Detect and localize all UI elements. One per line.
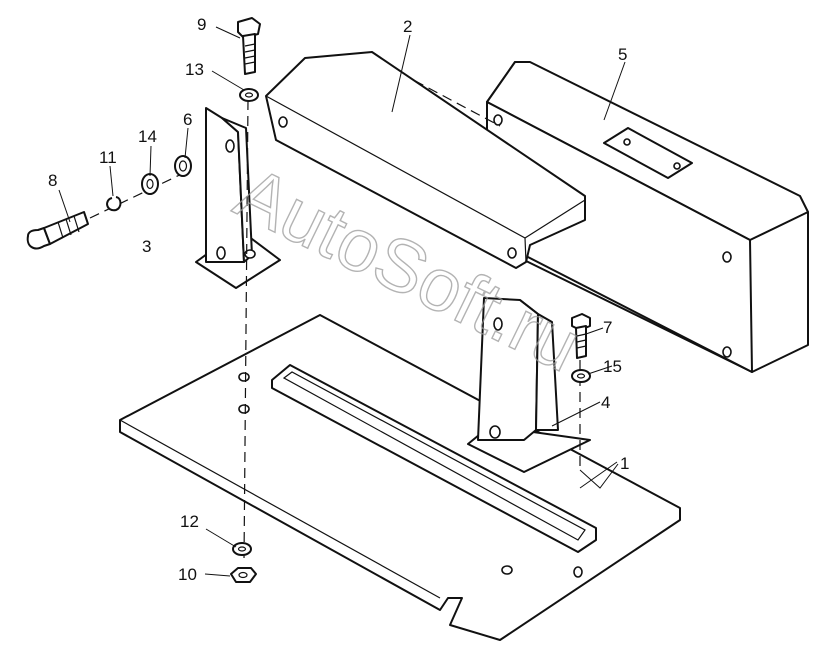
part-14-washer <box>141 173 159 195</box>
callout-1: 1 <box>620 454 629 473</box>
callout-10: 10 <box>178 565 197 584</box>
part-6-bushing <box>174 155 192 177</box>
part-8-bolt <box>26 211 89 250</box>
axis-line-side <box>89 169 191 219</box>
callout-11: 11 <box>99 148 117 167</box>
callout-9: 9 <box>197 15 206 34</box>
callout-15: 15 <box>603 357 622 376</box>
callout-12: 12 <box>180 512 199 531</box>
callout-5: 5 <box>618 45 627 64</box>
callout-8: 8 <box>48 171 57 190</box>
part-1-base-plate <box>119 314 681 641</box>
part-11-spring-washer <box>106 196 122 212</box>
part-13-washer <box>239 88 259 102</box>
axis-line-left <box>243 99 249 561</box>
callout-labels: 1 2 3 4 5 6 7 8 9 10 11 12 13 14 15 <box>48 15 629 584</box>
callout-4: 4 <box>601 393 610 412</box>
part-7-bolt <box>571 313 591 359</box>
part-12-washer <box>232 542 252 556</box>
callout-2: 2 <box>403 17 412 36</box>
part-10-nut <box>230 567 257 583</box>
part-3-bracket <box>195 107 281 289</box>
callout-13: 13 <box>185 60 204 79</box>
callout-14: 14 <box>138 127 157 146</box>
callout-6: 6 <box>183 110 192 129</box>
part-15-washer <box>571 369 591 383</box>
part-9-bolt <box>237 17 261 75</box>
part-4-bracket <box>467 297 591 473</box>
callout-3: 3 <box>142 237 151 256</box>
callout-7: 7 <box>603 318 612 337</box>
part-2-cover <box>265 51 586 269</box>
leader-lines <box>58 26 626 577</box>
part-5-box <box>486 61 809 373</box>
